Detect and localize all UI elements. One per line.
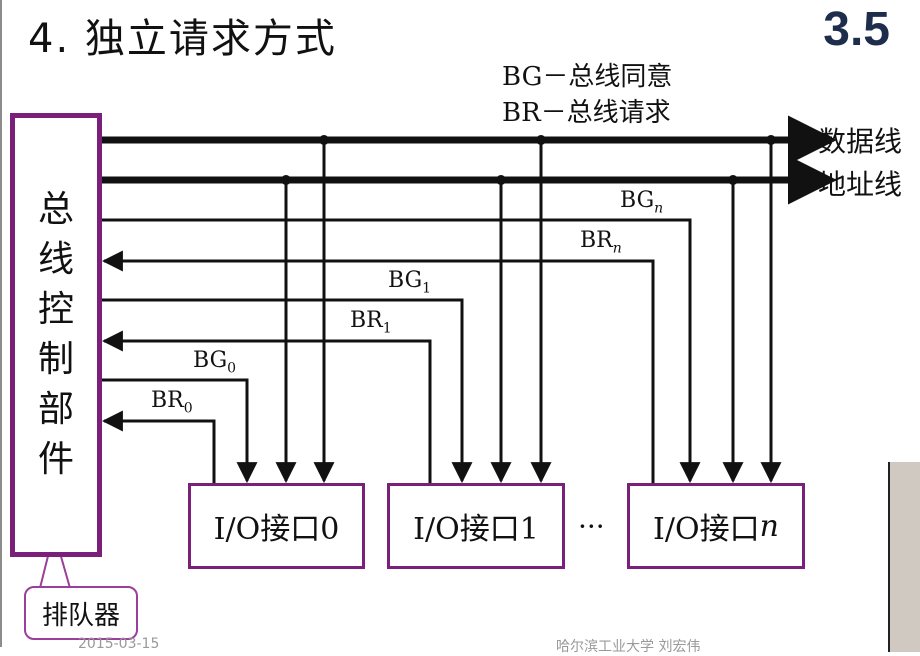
io0-bus-taps	[275, 135, 335, 484]
presenter-video-thumbnail	[888, 462, 920, 652]
br0-line	[101, 410, 216, 483]
bgn-line	[100, 218, 701, 484]
controller-char: 部	[37, 389, 74, 430]
io1-bus-taps	[490, 135, 552, 484]
controller-char: 件	[37, 439, 74, 480]
brn-line	[101, 250, 655, 483]
ellipsis: ···	[578, 510, 605, 543]
io-interface-0: I/O接口0	[188, 483, 365, 569]
slide-title: 4. 独立请求方式	[28, 16, 337, 62]
bgn-label: BGn	[620, 188, 664, 217]
br1-line	[101, 330, 432, 483]
controller-char: 制	[37, 339, 74, 380]
footer-org: 哈尔滨工业大学 刘宏伟	[556, 639, 701, 655]
controller-char: 线	[37, 239, 74, 280]
bus-controller-box: 总 线 控 制 部 件	[10, 113, 102, 557]
io-interface-1: I/O接口1	[387, 483, 565, 569]
br0-label: BR0	[151, 388, 193, 417]
legend-bg: BG－总线同意	[502, 62, 673, 92]
address-bus-label: 地址线	[818, 168, 903, 201]
brn-label: BRn	[580, 228, 622, 257]
bg1-label: BG1	[388, 268, 432, 297]
section-number: 3.5	[823, 3, 890, 56]
controller-char: 总	[37, 189, 74, 230]
controller-char: 控	[37, 289, 74, 330]
bg0-line	[100, 378, 258, 484]
slide-frame-edge	[0, 0, 2, 647]
queue-callout: 排队器	[24, 586, 138, 640]
bg0-label: BG0	[193, 348, 237, 377]
footer-date: 2015-03-15	[78, 636, 160, 652]
bg1-line	[100, 298, 473, 484]
br1-label: BR1	[350, 308, 392, 337]
ion-bus-taps	[722, 135, 782, 484]
data-bus-label: 数据线	[818, 125, 903, 158]
legend-br: BR－总线请求	[502, 98, 671, 128]
